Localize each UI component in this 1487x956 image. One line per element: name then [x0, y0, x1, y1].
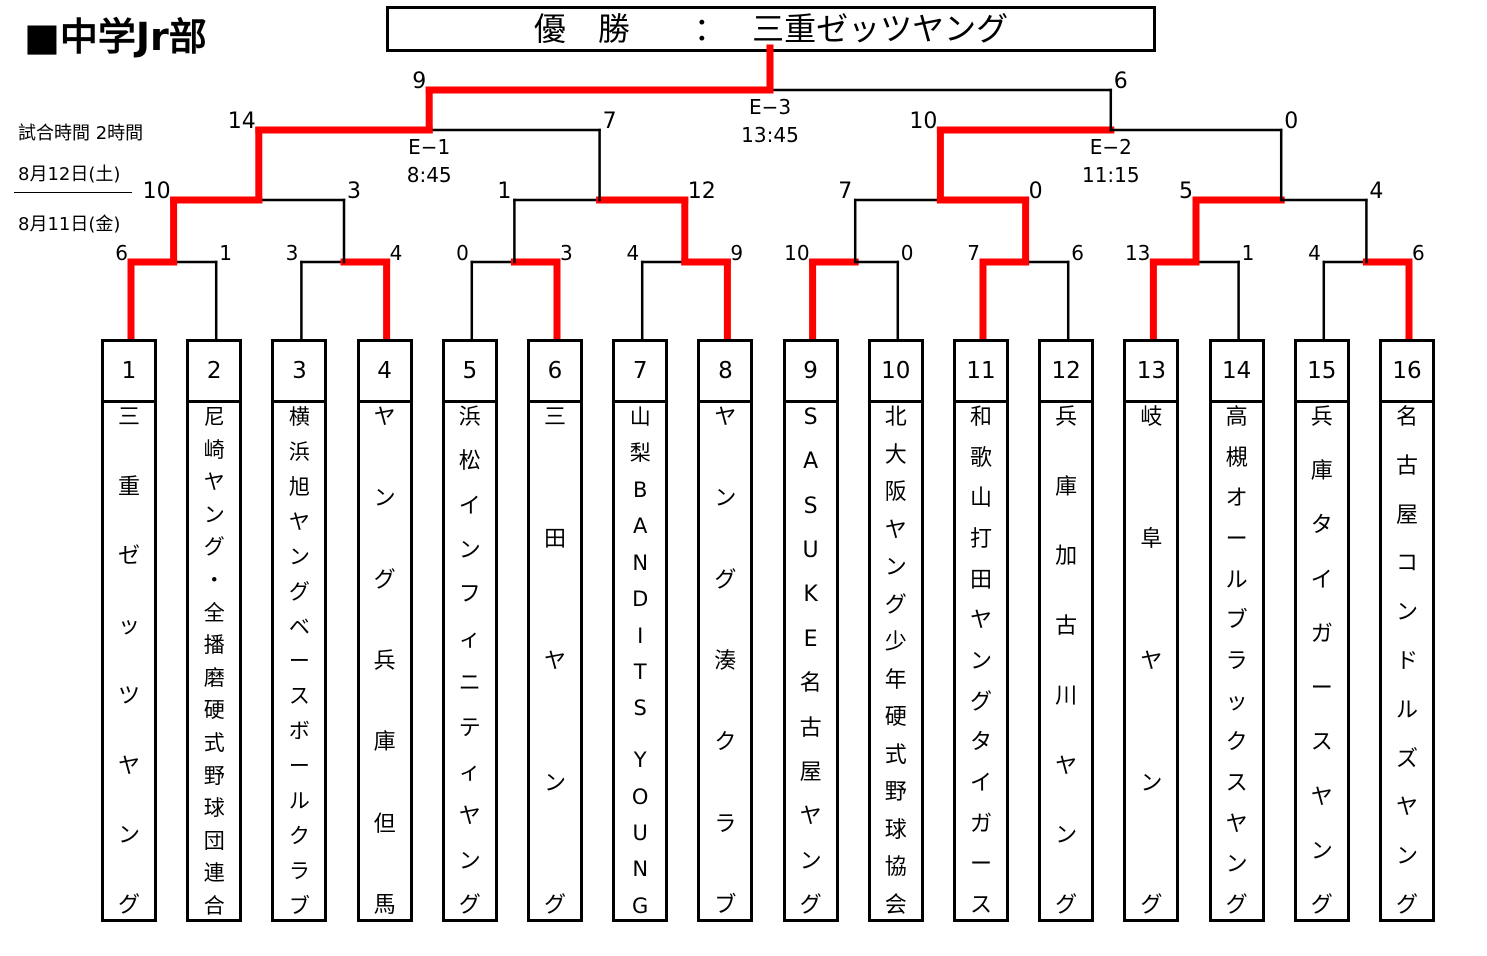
round-3-match-1-time: 8:45 [407, 163, 452, 187]
round-2-match-1-score-left: 10 [143, 179, 171, 204]
round-2-match-2-score-left: 1 [497, 179, 511, 204]
round-4-match-1-time: 13:45 [741, 123, 799, 147]
round-1-match-6-score-left: 7 [967, 241, 980, 265]
champion-banner: 優 勝 ： 三重ゼッツヤング [386, 6, 1156, 52]
round-1-match-1-score-left: 6 [115, 241, 128, 265]
team-name: 高槻オールブラックスヤング [1225, 405, 1248, 918]
round-1-match-8-score-left: 4 [1308, 241, 1321, 265]
date-day2-label: 8月12日(土) [18, 164, 121, 185]
team-number: 9 [785, 342, 836, 403]
round-1-match-5-score-right: 0 [901, 241, 914, 265]
round-3-match-2-time: 11:15 [1082, 163, 1140, 187]
round-2-match-1-score-right: 3 [347, 179, 361, 204]
round-3-match-2-score-left: 10 [909, 109, 937, 134]
round-1-match-7-score-left: 13 [1125, 241, 1150, 265]
round-1-match-3-score-right: 3 [560, 241, 573, 265]
team-number: 7 [615, 342, 666, 403]
round-2-match-2-score-right: 12 [688, 179, 716, 204]
round-2-match-3-score-right: 0 [1029, 179, 1043, 204]
team-name: 北大阪ヤング少年硬式野球協会 [884, 405, 907, 918]
round-1-match-2-score-right: 4 [390, 241, 403, 265]
round-3-match-2-score-right: 0 [1284, 109, 1298, 134]
team-name: 三重ゼッツヤング [117, 405, 140, 918]
team-number: 8 [700, 342, 751, 403]
team-number: 11 [956, 342, 1006, 403]
round-3-match-1-score-right: 7 [603, 109, 617, 134]
team-name: ヤング湊クラブ [714, 405, 737, 918]
game-time-label: 試合時間 2時間 [18, 123, 144, 144]
round-1-match-7-score-right: 1 [1242, 241, 1255, 265]
round-1-match-1-score-right: 1 [219, 241, 232, 265]
team-name: 尼崎ヤング・全播磨硬式野球団連合 [203, 405, 225, 918]
round-1-match-6-score-right: 6 [1071, 241, 1084, 265]
section-title: ■中学Jr部 [24, 15, 207, 59]
team-number: 1 [104, 342, 154, 403]
team-number: 5 [444, 342, 495, 403]
round-3-match-2-code: E−2 [1090, 135, 1132, 159]
team-number: 3 [274, 342, 325, 403]
team-number: 12 [1041, 342, 1092, 403]
round-4-match-1-code: E−3 [749, 95, 791, 119]
round-2-match-4-score-left: 5 [1179, 179, 1193, 204]
round-2-match-4-score-right: 4 [1369, 179, 1383, 204]
team-number: 2 [189, 342, 240, 403]
round-1-match-8-score-right: 6 [1412, 241, 1425, 265]
date-day1-label: 8月11日(金) [18, 214, 121, 235]
team-number: 16 [1382, 342, 1432, 403]
team-name: 兵庫加古川ヤング [1055, 405, 1078, 918]
round-1-match-4-score-right: 9 [730, 241, 743, 265]
round-2-match-3-score-left: 7 [838, 179, 852, 204]
round-1-match-2-score-left: 3 [286, 241, 299, 265]
team-number: 10 [870, 342, 921, 403]
round-3-match-1-score-left: 14 [228, 109, 256, 134]
date-divider [14, 192, 132, 193]
round-3-match-1-code: E−1 [408, 135, 450, 159]
team-name: 三田ヤング [543, 405, 566, 918]
round-1-match-3-score-left: 0 [456, 241, 469, 265]
team-name: 浜松インフィニティヤング [458, 405, 481, 918]
team-number: 14 [1211, 342, 1262, 403]
team-number: 6 [530, 342, 580, 403]
team-name: 横浜旭ヤングベースボールクラブ [288, 405, 310, 918]
team-name: 兵庫タイガースヤング [1310, 405, 1333, 918]
round-1-match-5-score-left: 10 [784, 241, 809, 265]
team-number: 4 [359, 342, 410, 403]
round-1-match-4-score-left: 4 [626, 241, 639, 265]
team-name: 和歌山打田ヤングタイガース [969, 405, 992, 918]
round-4-match-1-score-right: 6 [1114, 69, 1128, 94]
team-number: 15 [1296, 342, 1347, 403]
team-name: 名古屋コンドルズヤング [1395, 405, 1418, 918]
team-name: 岐阜ヤング [1140, 405, 1163, 918]
team-number: 13 [1126, 342, 1177, 403]
round-4-match-1-score-left: 9 [412, 69, 426, 94]
team-name: ヤング兵庫但馬 [373, 405, 396, 918]
